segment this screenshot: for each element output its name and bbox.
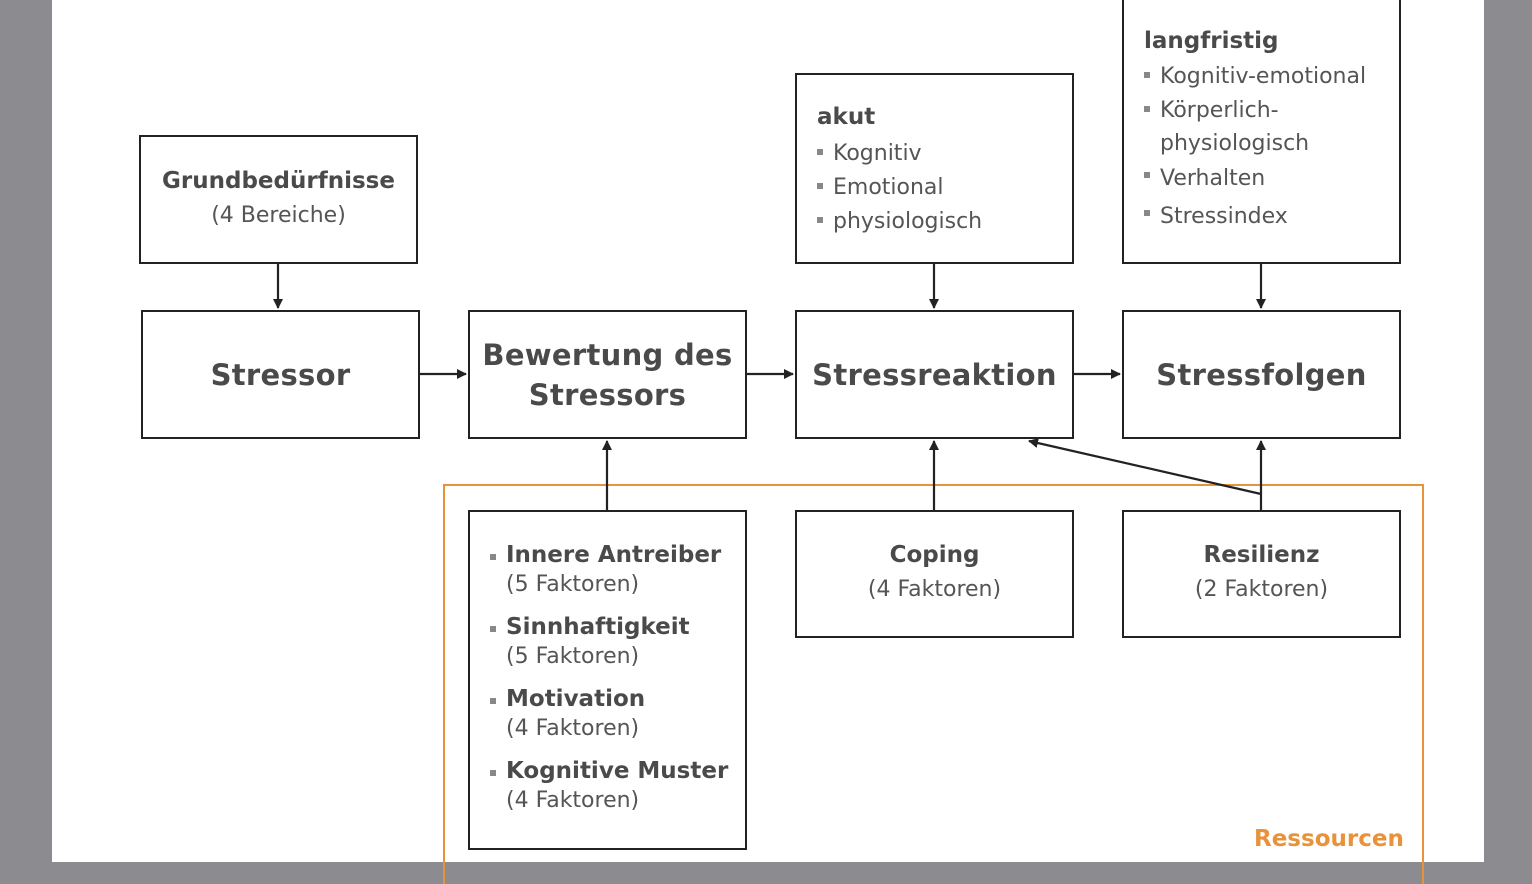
grundbeduerfnisse-title: Grundbedürfnisse — [162, 167, 395, 194]
resilienz-box: Resilienz (2 Faktoren) — [1122, 510, 1401, 638]
stressreaktion-title: Stressreaktion — [812, 357, 1057, 392]
coping-sub: (4 Faktoren) — [867, 577, 1002, 602]
resilienz-sub: (2 Faktoren) — [1194, 577, 1329, 602]
stressfolgen-title: Stressfolgen — [1156, 357, 1367, 392]
stressor-title: Stressor — [210, 357, 351, 392]
arrow-resilienz-reaktion — [1028, 438, 1262, 496]
akut-item: Emotional — [817, 171, 1072, 205]
ressourcen-label: Ressourcen — [1254, 826, 1404, 852]
bewertung-box: Bewertung des Stressors — [468, 310, 747, 439]
coping-title: Coping — [889, 542, 980, 568]
langfristig-item-cont: physiologisch — [1160, 131, 1310, 156]
coping-box: Coping (4 Faktoren) — [795, 510, 1074, 638]
grundbeduerfnisse-sub: (4 Bereiche) — [211, 202, 346, 228]
langfristig-box: langfristig Kognitiv-emotional Körperlic… — [1122, 0, 1401, 264]
ressource-label: Kognitive Muster — [490, 756, 745, 786]
langfristig-item: Kognitiv-emotional — [1144, 60, 1399, 94]
langfristig-title: langfristig — [1144, 28, 1279, 54]
ressource-label: Innere Antreiber — [490, 540, 745, 570]
stressor-box: Stressor — [141, 310, 420, 439]
ressource-sub: (5 Faktoren) — [506, 644, 640, 669]
akut-item: physiologisch — [817, 205, 1072, 239]
grundbeduerfnisse-box: Grundbedürfnisse (4 Bereiche) — [139, 135, 418, 264]
ressource-label: Sinnhaftigkeit — [490, 612, 745, 642]
bewertung-title-line1: Bewertung des — [482, 337, 733, 372]
diagram-page: Ressourcen Grundbedürfnisse (4 Bereiche)… — [52, 0, 1484, 884]
bewertung-title-line2: Stressors — [528, 377, 687, 412]
ressource-sub: (4 Faktoren) — [506, 788, 640, 813]
langfristig-item: Körperlich- — [1144, 94, 1399, 128]
langfristig-item: Verhalten — [1144, 160, 1399, 198]
stressfolgen-box: Stressfolgen — [1122, 310, 1401, 439]
arrows-layer — [273, 264, 1266, 510]
akut-item: Kognitiv — [817, 137, 1072, 171]
resilienz-title: Resilienz — [1203, 542, 1320, 568]
akut-title: akut — [817, 104, 876, 130]
ressource-sub: (5 Faktoren) — [506, 572, 640, 597]
langfristig-item: Stressindex — [1144, 198, 1399, 236]
stressreaktion-box: Stressreaktion — [795, 310, 1074, 439]
ressource-sub: (4 Faktoren) — [506, 716, 640, 741]
ressource-label: Motivation — [490, 684, 745, 714]
ressourcen-list-box: Innere Antreiber (5 Faktoren) Sinnhaftig… — [468, 510, 747, 850]
akut-box: akut Kognitiv Emotional physiologisch — [795, 73, 1074, 264]
